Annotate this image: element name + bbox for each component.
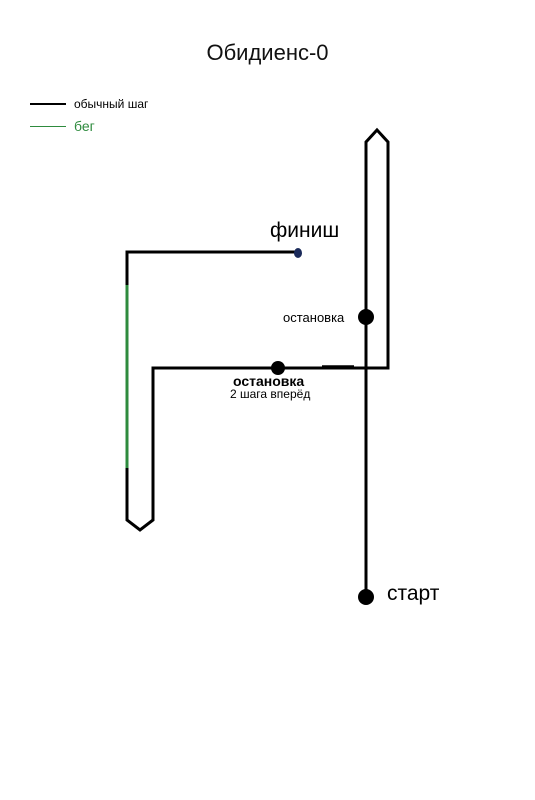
stop-2-note: 2 шага вперёд <box>230 387 311 401</box>
legend-run-line-icon <box>30 125 66 127</box>
legend-walk-label: обычный шаг <box>74 97 149 111</box>
legend-run-label: бег <box>74 118 95 134</box>
legend-walk-line-icon <box>30 103 66 105</box>
stop-2-dot <box>271 361 285 375</box>
route-walk-main <box>125 127 390 597</box>
finish-dot <box>294 248 302 258</box>
start-label: старт <box>387 582 440 605</box>
legend-item-run: бег <box>30 115 148 137</box>
stop-1-label: остановка <box>283 310 345 325</box>
start-dot <box>358 589 374 605</box>
stop-1-dot <box>358 309 374 325</box>
legend-item-walk: обычный шаг <box>30 93 148 115</box>
legend: обычный шаг бег <box>30 93 148 137</box>
route-walk-final <box>125 250 298 285</box>
finish-label: финиш <box>270 219 340 242</box>
diagram-title: Обидиенс-0 <box>206 40 329 65</box>
stop-2-label: остановка <box>233 373 305 389</box>
